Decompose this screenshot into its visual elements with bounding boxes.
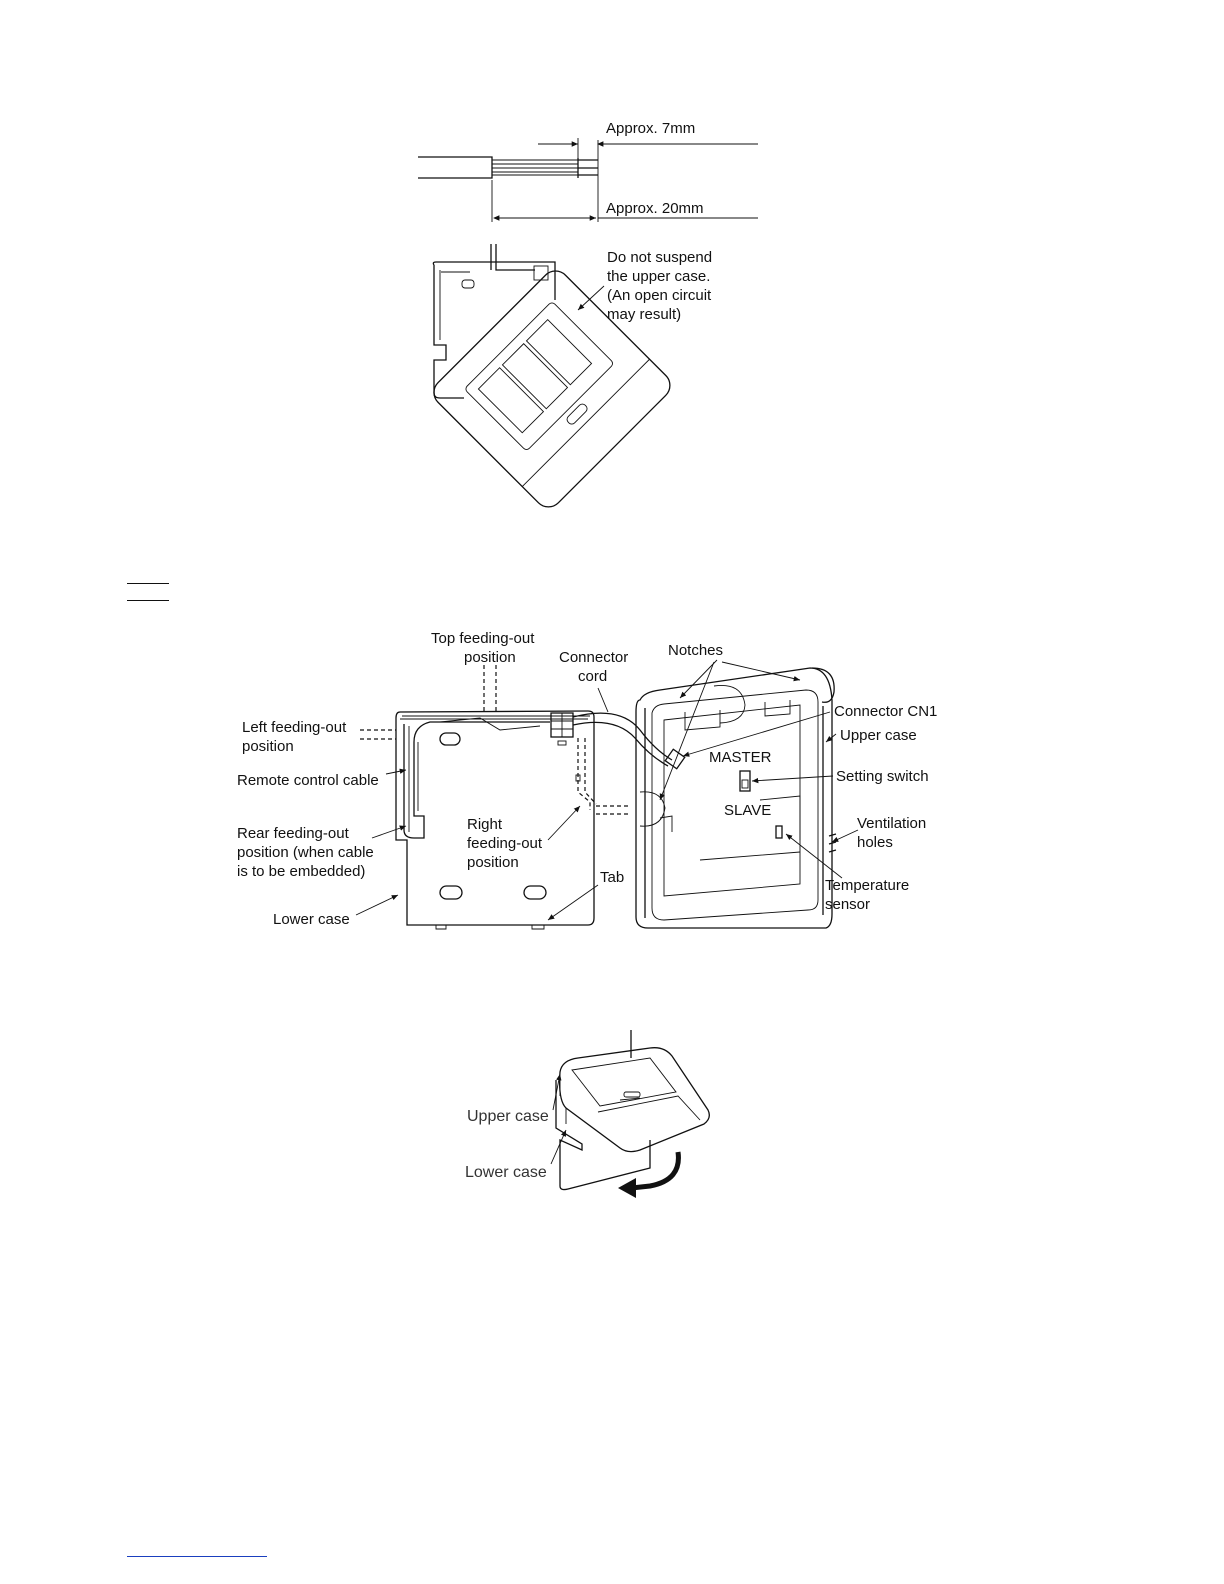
temperature-label-1: Temperature <box>825 877 909 894</box>
temperature-label-2: sensor <box>825 896 870 913</box>
section-underline-2 <box>127 600 169 601</box>
lower-case-label: Lower case <box>273 911 350 928</box>
slave-label: SLAVE <box>724 802 771 819</box>
suspend-warning-figure <box>432 244 671 508</box>
left-feed-label-1: Left feeding-out <box>242 719 347 736</box>
ventilation-label-2: holes <box>857 834 893 851</box>
cable-strip-figure <box>418 138 758 222</box>
warning-line-1: Do not suspend <box>607 249 712 266</box>
rear-feed-label-1: Rear feeding-out <box>237 825 350 842</box>
case-interior-figure <box>360 665 837 930</box>
warning-line-2: the upper case. <box>607 268 710 285</box>
remote-cable-label: Remote control cable <box>237 772 379 789</box>
connector-cord-label-1: Connector <box>559 649 628 666</box>
upper-case-label: Upper case <box>840 727 917 744</box>
rear-feed-label-3: is to be embedded) <box>237 863 365 880</box>
approx-20mm-label: Approx. 20mm <box>606 200 704 217</box>
leader-lines-fig3 <box>355 659 859 921</box>
left-feed-label-2: position <box>242 738 294 755</box>
warning-line-3: (An open circuit <box>607 287 712 304</box>
tab-label: Tab <box>600 869 624 886</box>
setting-switch-label: Setting switch <box>836 768 929 785</box>
ventilation-label-1: Ventilation <box>857 815 926 832</box>
fig4-lower-case-label: Lower case <box>465 1164 547 1181</box>
rear-feed-label-2: position (when cable <box>237 844 374 861</box>
connector-cord-label-2: cord <box>578 668 607 685</box>
section-underline <box>127 583 169 584</box>
approx-7mm-label: Approx. 7mm <box>606 120 695 137</box>
connector-cn1-label: Connector CN1 <box>834 703 937 720</box>
right-feed-label-3: position <box>467 854 519 871</box>
right-feed-label-1: Right <box>467 816 503 833</box>
footer-rule <box>127 1556 267 1557</box>
right-feed-label-2: feeding-out <box>467 835 543 852</box>
top-feed-label-2: position <box>464 649 516 666</box>
top-feed-label-1: Top feeding-out <box>431 630 535 647</box>
assembly-figure <box>550 1030 710 1198</box>
master-label: MASTER <box>709 749 772 766</box>
warning-line-4: may result) <box>607 306 681 323</box>
notches-label: Notches <box>668 642 723 659</box>
fig4-upper-case-label: Upper case <box>467 1108 549 1125</box>
